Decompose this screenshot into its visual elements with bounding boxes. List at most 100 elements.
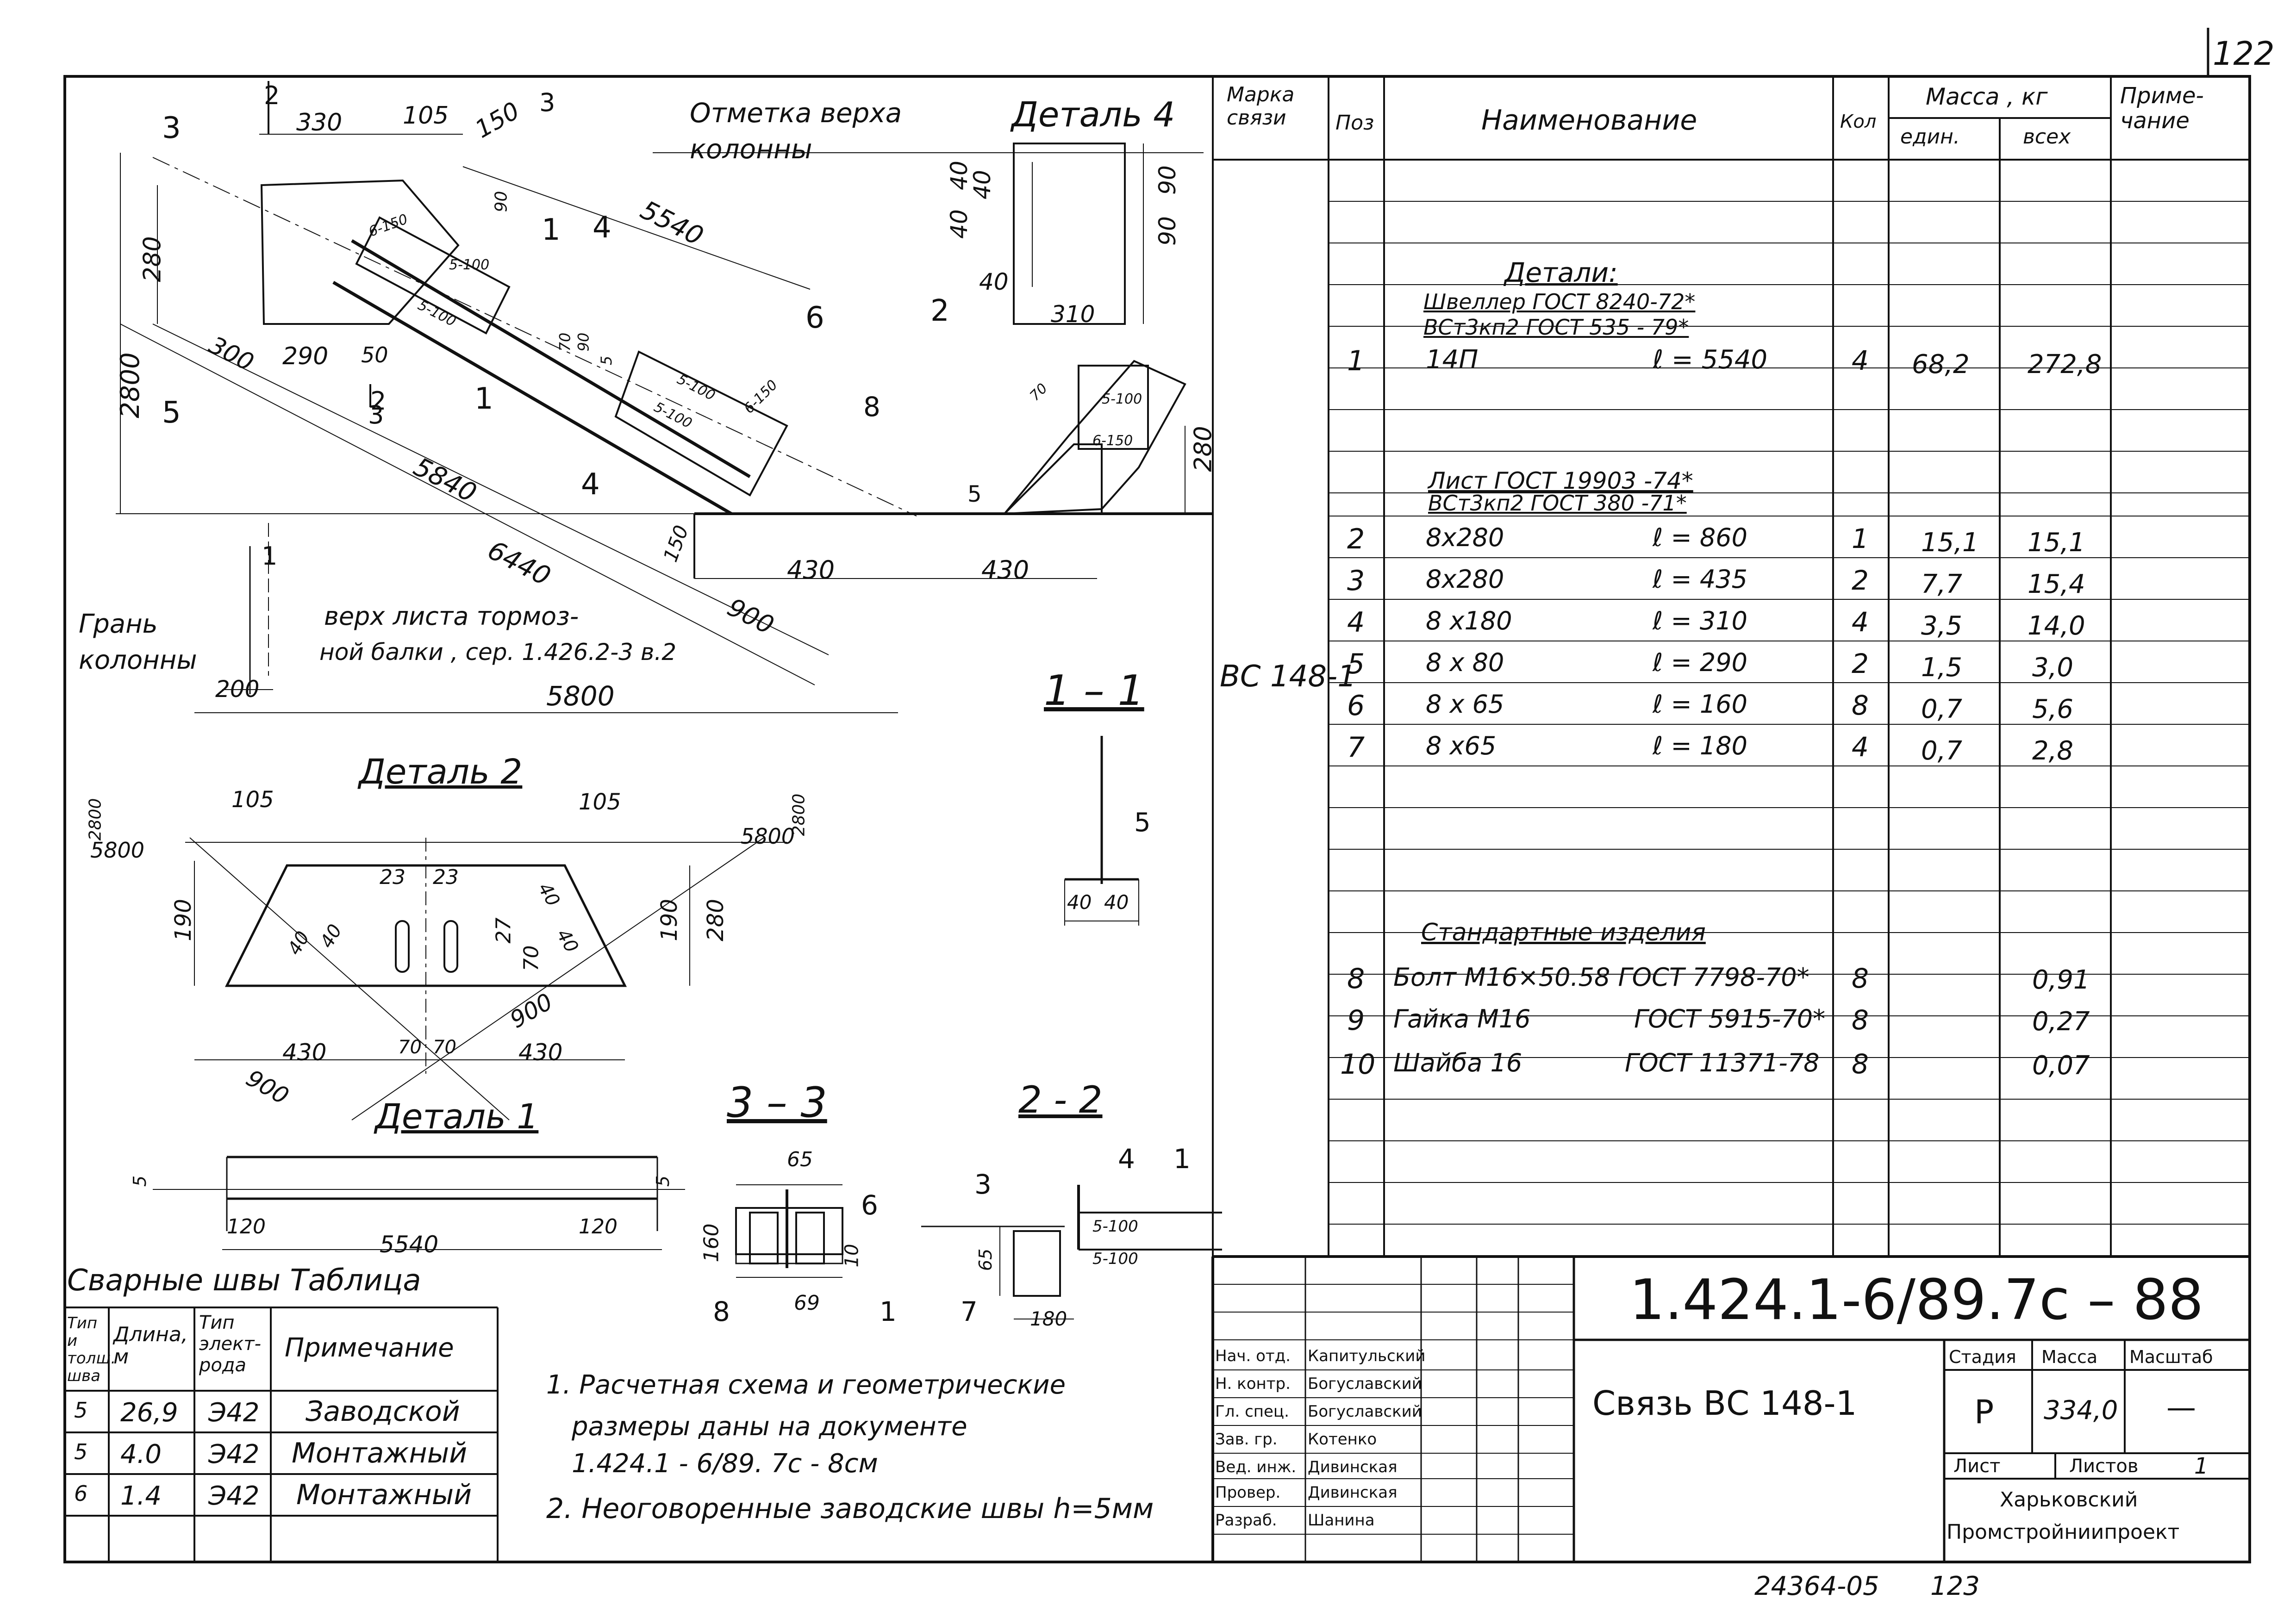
section-mark: 2	[370, 386, 387, 416]
section-2-2-dim: 5-100	[1092, 1217, 1138, 1236]
bottom-page-number: 123	[1930, 1571, 1980, 1601]
spec-total-mass: 0,07	[2032, 1051, 2090, 1081]
welds-header: Длина, м	[113, 1323, 188, 1369]
weld-note: Заводской	[306, 1395, 460, 1428]
spec-pos: 7	[1347, 731, 1365, 764]
spec-section-sheet-1: Лист ГОСТ 19903 -74*	[1428, 467, 1693, 494]
scale-value: —	[2166, 1391, 2196, 1425]
spec-unit-mass: 3,5	[1921, 611, 1963, 641]
detail2-dim: 2800	[789, 793, 809, 836]
staff-role: Вед. инж.	[1215, 1458, 1297, 1476]
column-face-label: Грань колонны	[79, 609, 197, 675]
spec-section-standard: Стандартные изделия	[1421, 919, 1706, 946]
section-1-1-dim: 40	[1104, 891, 1129, 914]
section-2-2-dim: 65	[975, 1248, 996, 1271]
detail2-dim: 23	[380, 865, 406, 889]
section-1-1-title: 1 – 1	[1044, 666, 1144, 715]
section-3-3-mark: 8	[713, 1296, 730, 1327]
spec-pos: 1	[1347, 345, 1365, 377]
gusset-right	[1002, 360, 1186, 515]
spec-qty: 8	[1852, 1004, 1869, 1036]
section-3-3-dim: 65	[787, 1148, 813, 1171]
weld-type: 5	[74, 1398, 88, 1423]
spec-table-grid	[1212, 76, 2250, 1257]
spec-section-sheet-2: ВСт3кп2 ГОСТ 380 -71*	[1428, 491, 1687, 516]
detail4-dim: 310	[1051, 301, 1095, 328]
spec-length: ГОСТ 11371-78	[1625, 1048, 1820, 1077]
spec-section-channel-1: Швеллер ГОСТ 8240-72*	[1423, 289, 1696, 314]
spec-unit-mass: 1,5	[1921, 653, 1963, 683]
welds-table-title: Сварные швы Таблица	[67, 1263, 421, 1298]
spec-header-pos: Поз	[1335, 111, 1374, 135]
spec-length: ℓ = 435	[1653, 565, 1747, 594]
staff-role: Н. контр.	[1215, 1375, 1291, 1393]
spec-name: 8 х65	[1426, 731, 1497, 760]
detail1-geometry	[153, 1156, 685, 1250]
archive-code: 24364-05	[1754, 1571, 1879, 1601]
staff-name: Дивинская	[1308, 1483, 1398, 1502]
detail2-dim: 5800	[741, 824, 795, 849]
position-mark: 5	[967, 481, 982, 507]
position-mark: 4	[593, 211, 611, 245]
dim: 5800	[546, 680, 615, 712]
section-3-3-geometry	[735, 1184, 843, 1278]
spec-name: 8х280	[1426, 523, 1504, 552]
spec-total-mass: 272,8	[2028, 349, 2102, 380]
spec-qty: 2	[1852, 565, 1869, 596]
detail2-dim: 280	[702, 899, 729, 941]
section-3-3-title: 3 – 3	[727, 1078, 827, 1127]
spec-qty: 2	[1852, 648, 1869, 679]
organization-line-1: Харьковский	[2000, 1488, 2138, 1512]
position-mark: 5	[162, 396, 181, 430]
spec-total-mass: 0,27	[2032, 1007, 2090, 1037]
beam-top-label-1: верх листа тормоз-	[324, 602, 579, 631]
spec-header-mass-total: всех	[2023, 125, 2071, 149]
staff-role: Разраб.	[1215, 1511, 1277, 1530]
staff-role: Нач. отд.	[1215, 1347, 1291, 1365]
section-mark: 3	[539, 88, 555, 117]
spec-pos: 10	[1340, 1048, 1376, 1081]
spec-name: Гайка М16	[1393, 1004, 1531, 1033]
section-3-3-mark: 6	[861, 1189, 878, 1221]
spec-total-mass: 2,8	[2032, 736, 2074, 766]
spec-qty: 4	[1852, 606, 1869, 638]
welds-header: Тип и толщ. шва	[67, 1314, 116, 1385]
detail2-dim: 70	[398, 1037, 422, 1058]
spec-total-mass: 0,91	[2032, 965, 2090, 995]
spec-header-name: Наименование	[1481, 104, 1697, 137]
note-line: 1.424.1 - 6/89. 7с - 8см	[572, 1449, 878, 1479]
stage-value: Р	[1974, 1393, 1994, 1431]
detail2-dim: 27	[492, 917, 516, 944]
weld-note: Монтажный	[292, 1437, 468, 1469]
sheet-label: Лист	[1953, 1456, 2001, 1477]
detail1-title: Деталь 1	[375, 1097, 539, 1137]
detail2-dim: 23	[433, 865, 459, 889]
dim: 330	[296, 109, 343, 137]
dim: 90	[492, 191, 511, 212]
dim: 2800	[115, 352, 145, 418]
dim: 5-100	[1102, 391, 1142, 407]
section-2-2-mark: 4	[1118, 1143, 1135, 1175]
detail2-dim: 2800	[86, 798, 105, 841]
spec-pos: 9	[1347, 1004, 1365, 1037]
section-2-2-mark: 7	[961, 1296, 978, 1327]
spec-length: ℓ = 310	[1653, 606, 1747, 635]
position-mark: 2	[930, 294, 949, 328]
spec-section-channel-2: ВСт3кп2 ГОСТ 535 - 79*	[1423, 315, 1689, 340]
splice-plate-left	[355, 216, 511, 335]
position-mark: 1	[542, 213, 561, 247]
detail1-dim: 5	[130, 1175, 150, 1187]
spec-header-mass-unit: един.	[1900, 125, 1960, 149]
detail4-plate	[1013, 143, 1126, 325]
section-2-2-geometry	[921, 1185, 1222, 1319]
right-connection	[1078, 365, 1149, 450]
section-1-1-mark: 5	[1134, 808, 1151, 838]
weld-electrode: Э42	[208, 1439, 260, 1469]
weld-length: 1.4	[120, 1481, 162, 1511]
detail4-dim: 90	[1154, 216, 1181, 246]
detail2-dim: 190	[656, 899, 682, 941]
detail2-dim: 105	[579, 789, 621, 815]
position-mark: 3	[162, 111, 181, 145]
spec-qty: 8	[1852, 690, 1869, 721]
section-3-3-dim: 160	[699, 1223, 724, 1263]
